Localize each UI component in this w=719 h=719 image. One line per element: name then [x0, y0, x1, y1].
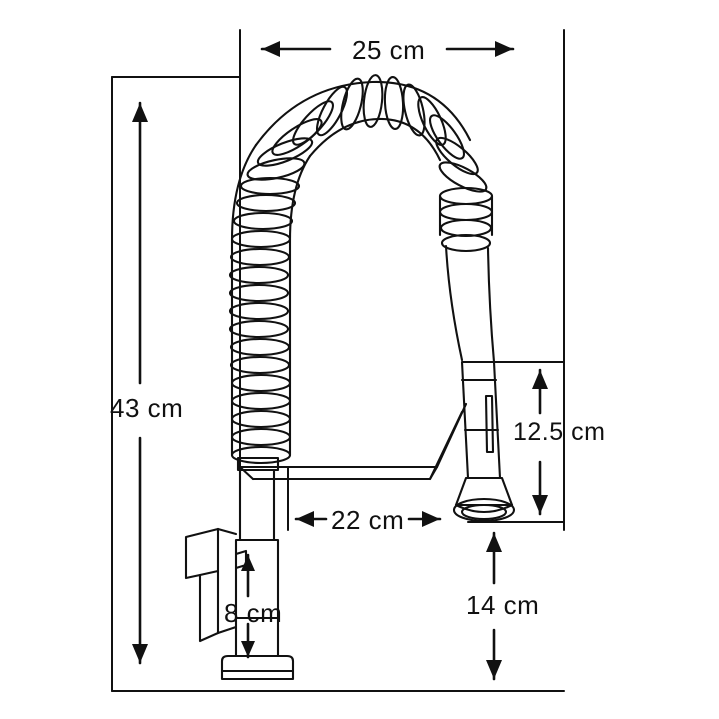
- spring-coil-arch: [292, 74, 488, 193]
- dimension-label-handle-height: 8 cm: [224, 598, 283, 628]
- faucet-outline: [184, 74, 516, 681]
- dimension-label-height-total: 43 cm: [110, 393, 184, 423]
- dimension-label-clearance: 14 cm: [466, 590, 540, 620]
- extension-lines: [111, 29, 565, 692]
- dimension-arrows: [132, 41, 548, 681]
- spring-coil-right: [438, 186, 494, 253]
- dimension-label-spout-height: 12.5 cm: [513, 418, 606, 446]
- dimension-label-reach: 22 cm: [331, 505, 405, 535]
- dimension-label-width-top: 25 cm: [352, 35, 426, 65]
